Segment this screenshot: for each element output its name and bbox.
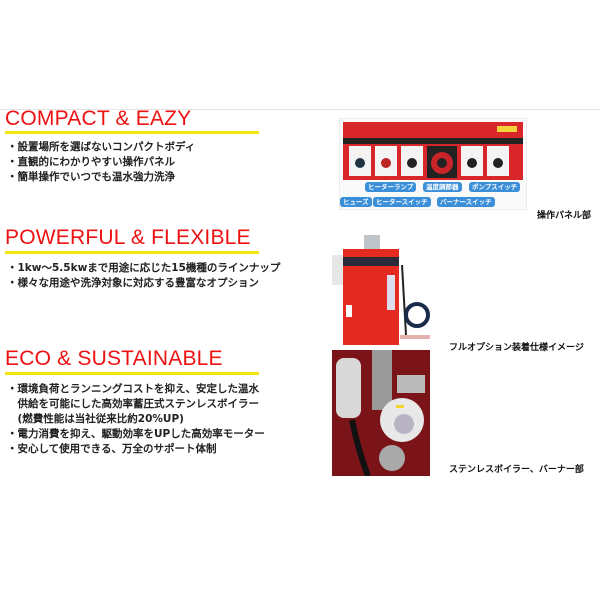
heading-eco: ECO & SUSTAINABLE [5,347,223,370]
heading-compact: COMPACT & EAZY [5,107,192,130]
label-pump-switch: ポンプスイッチ [469,182,521,192]
heading-underline [5,251,259,254]
bullet: (燃費性能は当社従来比約20%UP) [7,413,184,425]
boiler-caption: ステンレスボイラー、バーナー部 [449,465,584,475]
panel-caption: 操作パネル部 [537,211,592,221]
bullet: ・直観的にわかりやすい操作パネル [7,156,175,168]
bullet: ・電力消費を抑え、駆動効率をUPした高効率モーター [7,428,265,440]
bullet: ・安心して使用できる、万全のサポート体制 [7,443,217,455]
label-fuse: ヒューズ [340,197,372,207]
bullet: 供給を可能にした高効率蓄圧式ステンレスボイラー [7,398,259,410]
machine-caption: フルオプション装着仕様イメージ [449,343,584,353]
bullet: ・1kw～5.5kwまで用途に応じた15機種のラインナップ [7,262,281,274]
bullet: ・環境負荷とランニングコストを抑え、安定した温水 [7,383,259,395]
bullet: ・簡単操作でいつでも温水強力洗浄 [7,171,175,183]
machine-image [332,235,430,345]
heading-underline [5,372,259,375]
boiler-image [332,350,430,476]
bullet-list-powerful: ・1kw～5.5kwまで用途に応じた15機種のラインナップ ・様々な用途や洗浄対… [7,261,280,291]
bullet-list-compact: ・設置場所を選ばないコンパクトボディ ・直観的にわかりやすい操作パネル ・簡単操… [7,140,195,185]
label-heater-switch: ヒータースイッチ [373,197,431,207]
label-burner-switch: バーナースイッチ [437,197,495,207]
panel-labels: ヒーターランプ 温度調節器 ポンプスイッチ ヒューズ ヒータースイッチ バーナー… [339,118,527,210]
heading-powerful: POWERFUL & FLEXIBLE [5,226,251,249]
label-heater-lamp: ヒーターランプ [365,182,417,192]
label-temp-controller: 温度調節器 [423,182,462,192]
top-divider [0,109,600,110]
bullet: ・様々な用途や洗浄対象に対応する豊富なオプション [7,277,259,289]
bullet: ・設置場所を選ばないコンパクトボディ [7,141,196,153]
control-panel-image [339,118,527,210]
heading-underline [5,131,259,134]
bullet-list-eco: ・環境負荷とランニングコストを抑え、安定した温水 供給を可能にした高効率蓄圧式ス… [7,382,265,457]
